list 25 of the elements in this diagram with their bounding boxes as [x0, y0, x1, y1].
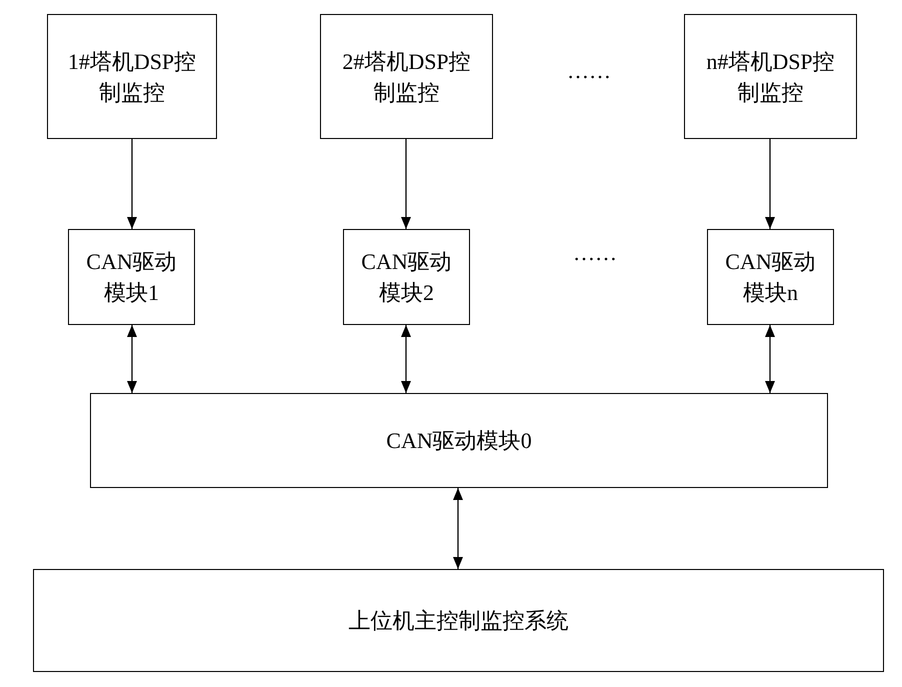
- process-box: [684, 14, 857, 139]
- process-box: [707, 229, 834, 325]
- process-box: [33, 569, 884, 672]
- box-label: CAN驱动模块1: [85, 248, 178, 307]
- ellipsis-label: ……: [567, 58, 611, 84]
- arrow: [453, 488, 463, 569]
- process-box: [90, 393, 828, 488]
- arrow: [401, 139, 411, 229]
- box-label: CAN驱动模块2: [360, 248, 453, 307]
- arrow: [127, 139, 137, 229]
- process-box: [47, 14, 217, 139]
- box-label: 上位机主控制监控系统: [348, 607, 568, 635]
- arrow: [401, 325, 411, 393]
- ellipsis-label: ……: [573, 240, 617, 266]
- box-label: 2#塔机DSP控制监控: [342, 48, 472, 106]
- process-box: [68, 229, 195, 325]
- process-box: [343, 229, 470, 325]
- arrow: [127, 325, 137, 393]
- arrow: [765, 139, 775, 229]
- box-label: 1#塔机DSP控制监控: [67, 48, 197, 106]
- box-label: CAN驱动模块n: [724, 248, 817, 307]
- process-box: [320, 14, 493, 139]
- box-label: CAN驱动模块0: [386, 427, 532, 455]
- arrow: [765, 325, 775, 393]
- box-label: n#塔机DSP控制监控: [706, 48, 836, 106]
